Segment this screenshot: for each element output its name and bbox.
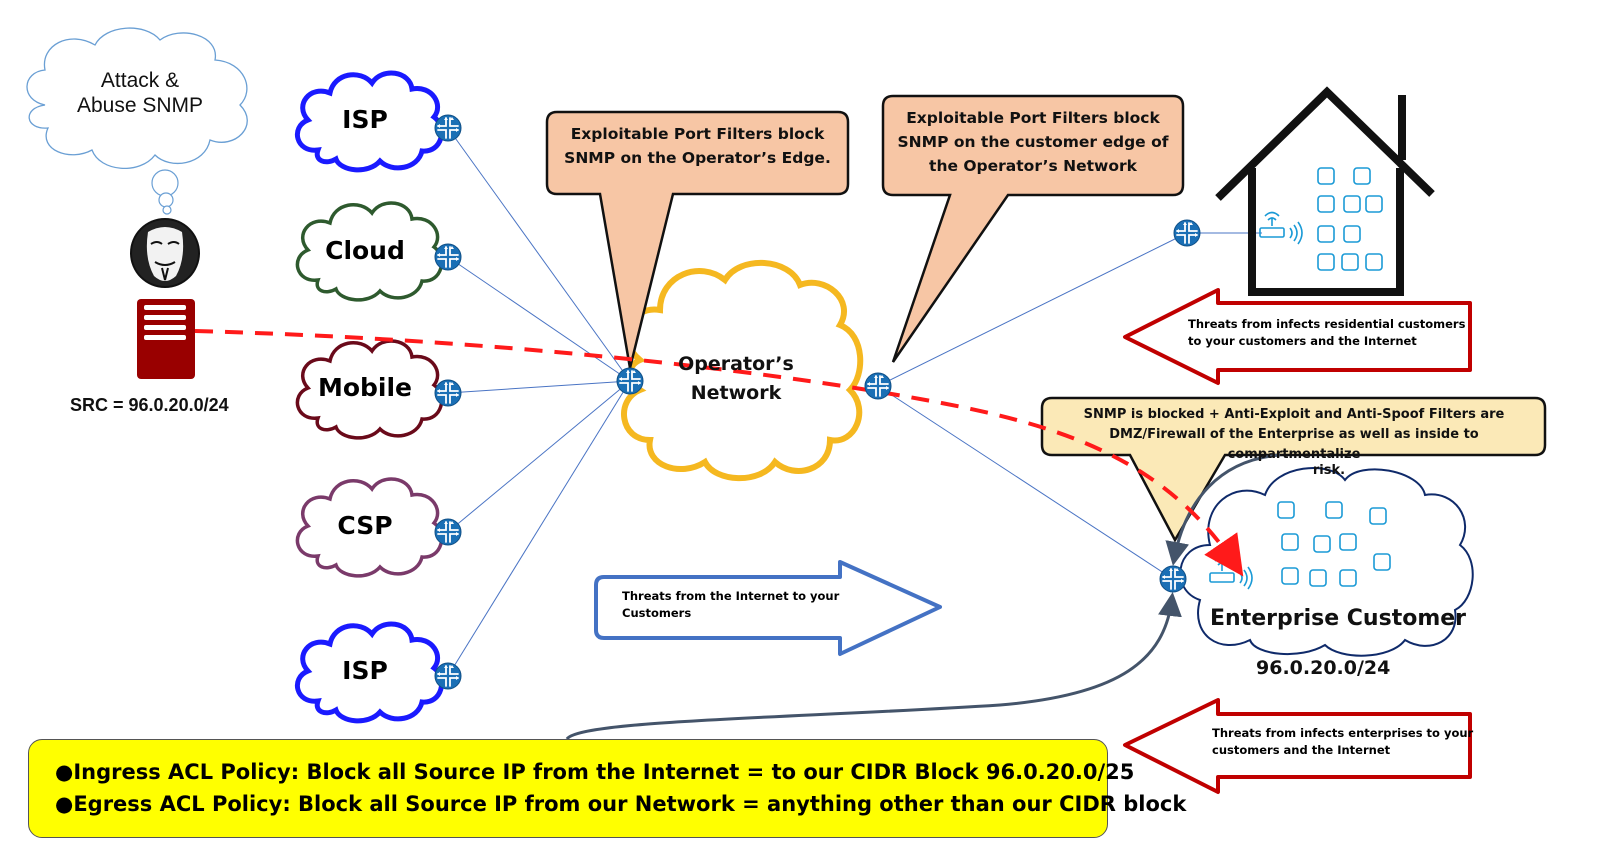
enterprise-devices — [1277, 501, 1391, 587]
callout-line: risk. — [1312, 463, 1346, 478]
router-icon — [1173, 219, 1201, 247]
callout-operator-edge — [545, 110, 850, 369]
wifi-router-icon — [1259, 211, 1303, 245]
person-glasses-icon — [1317, 195, 1335, 213]
smartwatch-icon — [1365, 253, 1383, 271]
video-camera-icon — [1317, 167, 1335, 185]
picture-icon — [1353, 167, 1371, 185]
link-enterprise — [877, 385, 1174, 580]
link-residential — [877, 232, 1188, 387]
callout-enterprise-text: SNMP is blocked + Anti-Exploit and Anti-… — [1044, 405, 1544, 477]
enterprise-cloud — [1179, 467, 1474, 657]
callout-operator-edge-text: Exploitable Port Filters block SNMP on t… — [550, 122, 845, 170]
arrow-line: to your customers and the Internet — [1188, 334, 1417, 348]
apple-icon — [1343, 195, 1361, 213]
callout-line: SNMP on the Operator’s Edge. — [564, 149, 831, 167]
router-icon — [616, 367, 644, 395]
tv-icon — [1343, 225, 1361, 243]
anonymous-mask-icon — [130, 218, 200, 288]
enterprise-cidr-label: 96.0.20.0/24 — [1256, 657, 1391, 679]
operator-label-line-1: Operator’s — [678, 353, 794, 375]
cloud-label-csp: CSP — [337, 511, 393, 540]
speaker-icon — [1341, 253, 1359, 271]
music-player-icon — [1317, 253, 1335, 271]
smartwatch-icon — [1339, 569, 1357, 587]
router-icon — [864, 372, 892, 400]
router-icon — [434, 379, 462, 407]
arrow-line: Threats from infects residential custome… — [1188, 317, 1466, 331]
callout-line: SNMP on the customer edge of — [897, 133, 1169, 151]
apple-icon — [1313, 535, 1331, 553]
egress-policy: ●Egress ACL Policy: Block all Source IP … — [55, 792, 1187, 816]
operator-network-label: Operator’s Network — [676, 350, 796, 408]
policy-connector — [565, 453, 1281, 741]
arrow-line: Customers — [622, 606, 692, 620]
thought-bubble-text: Attack & Abuse SNMP — [60, 68, 220, 118]
picture-icon — [1325, 501, 1343, 519]
link-isp-top — [447, 127, 631, 382]
callout-line: DMZ/Firewall of the Enterprise as well a… — [1109, 427, 1479, 462]
cloud-label-isp-top: ISP — [342, 105, 388, 134]
arrow-line: Threats from infects enterprises to your — [1212, 726, 1474, 740]
enterprise-customer-label: Enterprise Customer — [1210, 606, 1467, 631]
router-icon — [1159, 565, 1187, 593]
acl-policy-box: ●Ingress ACL Policy: Block all Source IP… — [28, 739, 1186, 838]
person-icon — [1317, 225, 1335, 243]
person-icon — [1281, 567, 1299, 585]
callout-customer-edge-text: Exploitable Port Filters block SNMP on t… — [886, 106, 1180, 178]
threat-arrow-residential — [1123, 288, 1472, 385]
attack-path — [194, 329, 1244, 577]
link-isp-bottom — [447, 380, 631, 677]
house-icon — [1215, 86, 1435, 296]
threat-internet-text: Threats from the Internet to your Custom… — [622, 588, 839, 622]
tv-icon — [1309, 569, 1327, 587]
cloud-label-isp-bottom: ISP — [342, 656, 388, 685]
video-camera-icon — [1277, 501, 1295, 519]
operator-label-line-2: Network — [690, 382, 782, 404]
threat-arrow-internet — [594, 560, 942, 656]
arrow-line: Threats from the Internet to your — [622, 589, 840, 603]
link-cloud — [447, 256, 631, 382]
threat-residential-text: Threats from infects residential custome… — [1188, 316, 1465, 350]
link-mobile — [447, 380, 631, 394]
threat-enterprise-text: Threats from infects enterprises to your… — [1212, 725, 1473, 759]
source-ip-label: SRC = 96.0.20.0/24 — [70, 395, 229, 415]
callout-line: the Operator’s Network — [929, 157, 1137, 175]
router-icon — [434, 114, 462, 142]
router-icon — [434, 518, 462, 546]
phone-icon — [1365, 195, 1383, 213]
router-icon — [434, 662, 462, 690]
thought-line-2: Abuse SNMP — [76, 94, 204, 117]
residential-devices — [1317, 167, 1383, 271]
person-glasses-icon — [1281, 533, 1299, 551]
thought-line-1: Attack & — [100, 69, 180, 92]
cloud-label-mobile: Mobile — [317, 373, 413, 402]
link-csp — [447, 380, 631, 533]
thought-bubble — [26, 27, 248, 215]
arrow-line: customers and the Internet — [1212, 743, 1391, 757]
router-icon — [434, 243, 462, 271]
callout-line: Exploitable Port Filters block — [906, 109, 1160, 127]
cloud-label-cloud: Cloud — [325, 236, 405, 265]
threat-arrow-enterprise — [1123, 698, 1472, 794]
callout-line: SNMP is blocked + Anti-Exploit and Anti-… — [1083, 407, 1505, 422]
server-icon — [137, 299, 195, 379]
music-player-icon — [1369, 507, 1387, 525]
ingress-policy: ●Ingress ACL Policy: Block all Source IP… — [55, 760, 1135, 784]
speaker-icon — [1373, 553, 1391, 571]
callout-line: Exploitable Port Filters block — [570, 125, 825, 143]
callout-customer-edge — [881, 94, 1185, 363]
phone-icon — [1339, 533, 1357, 551]
